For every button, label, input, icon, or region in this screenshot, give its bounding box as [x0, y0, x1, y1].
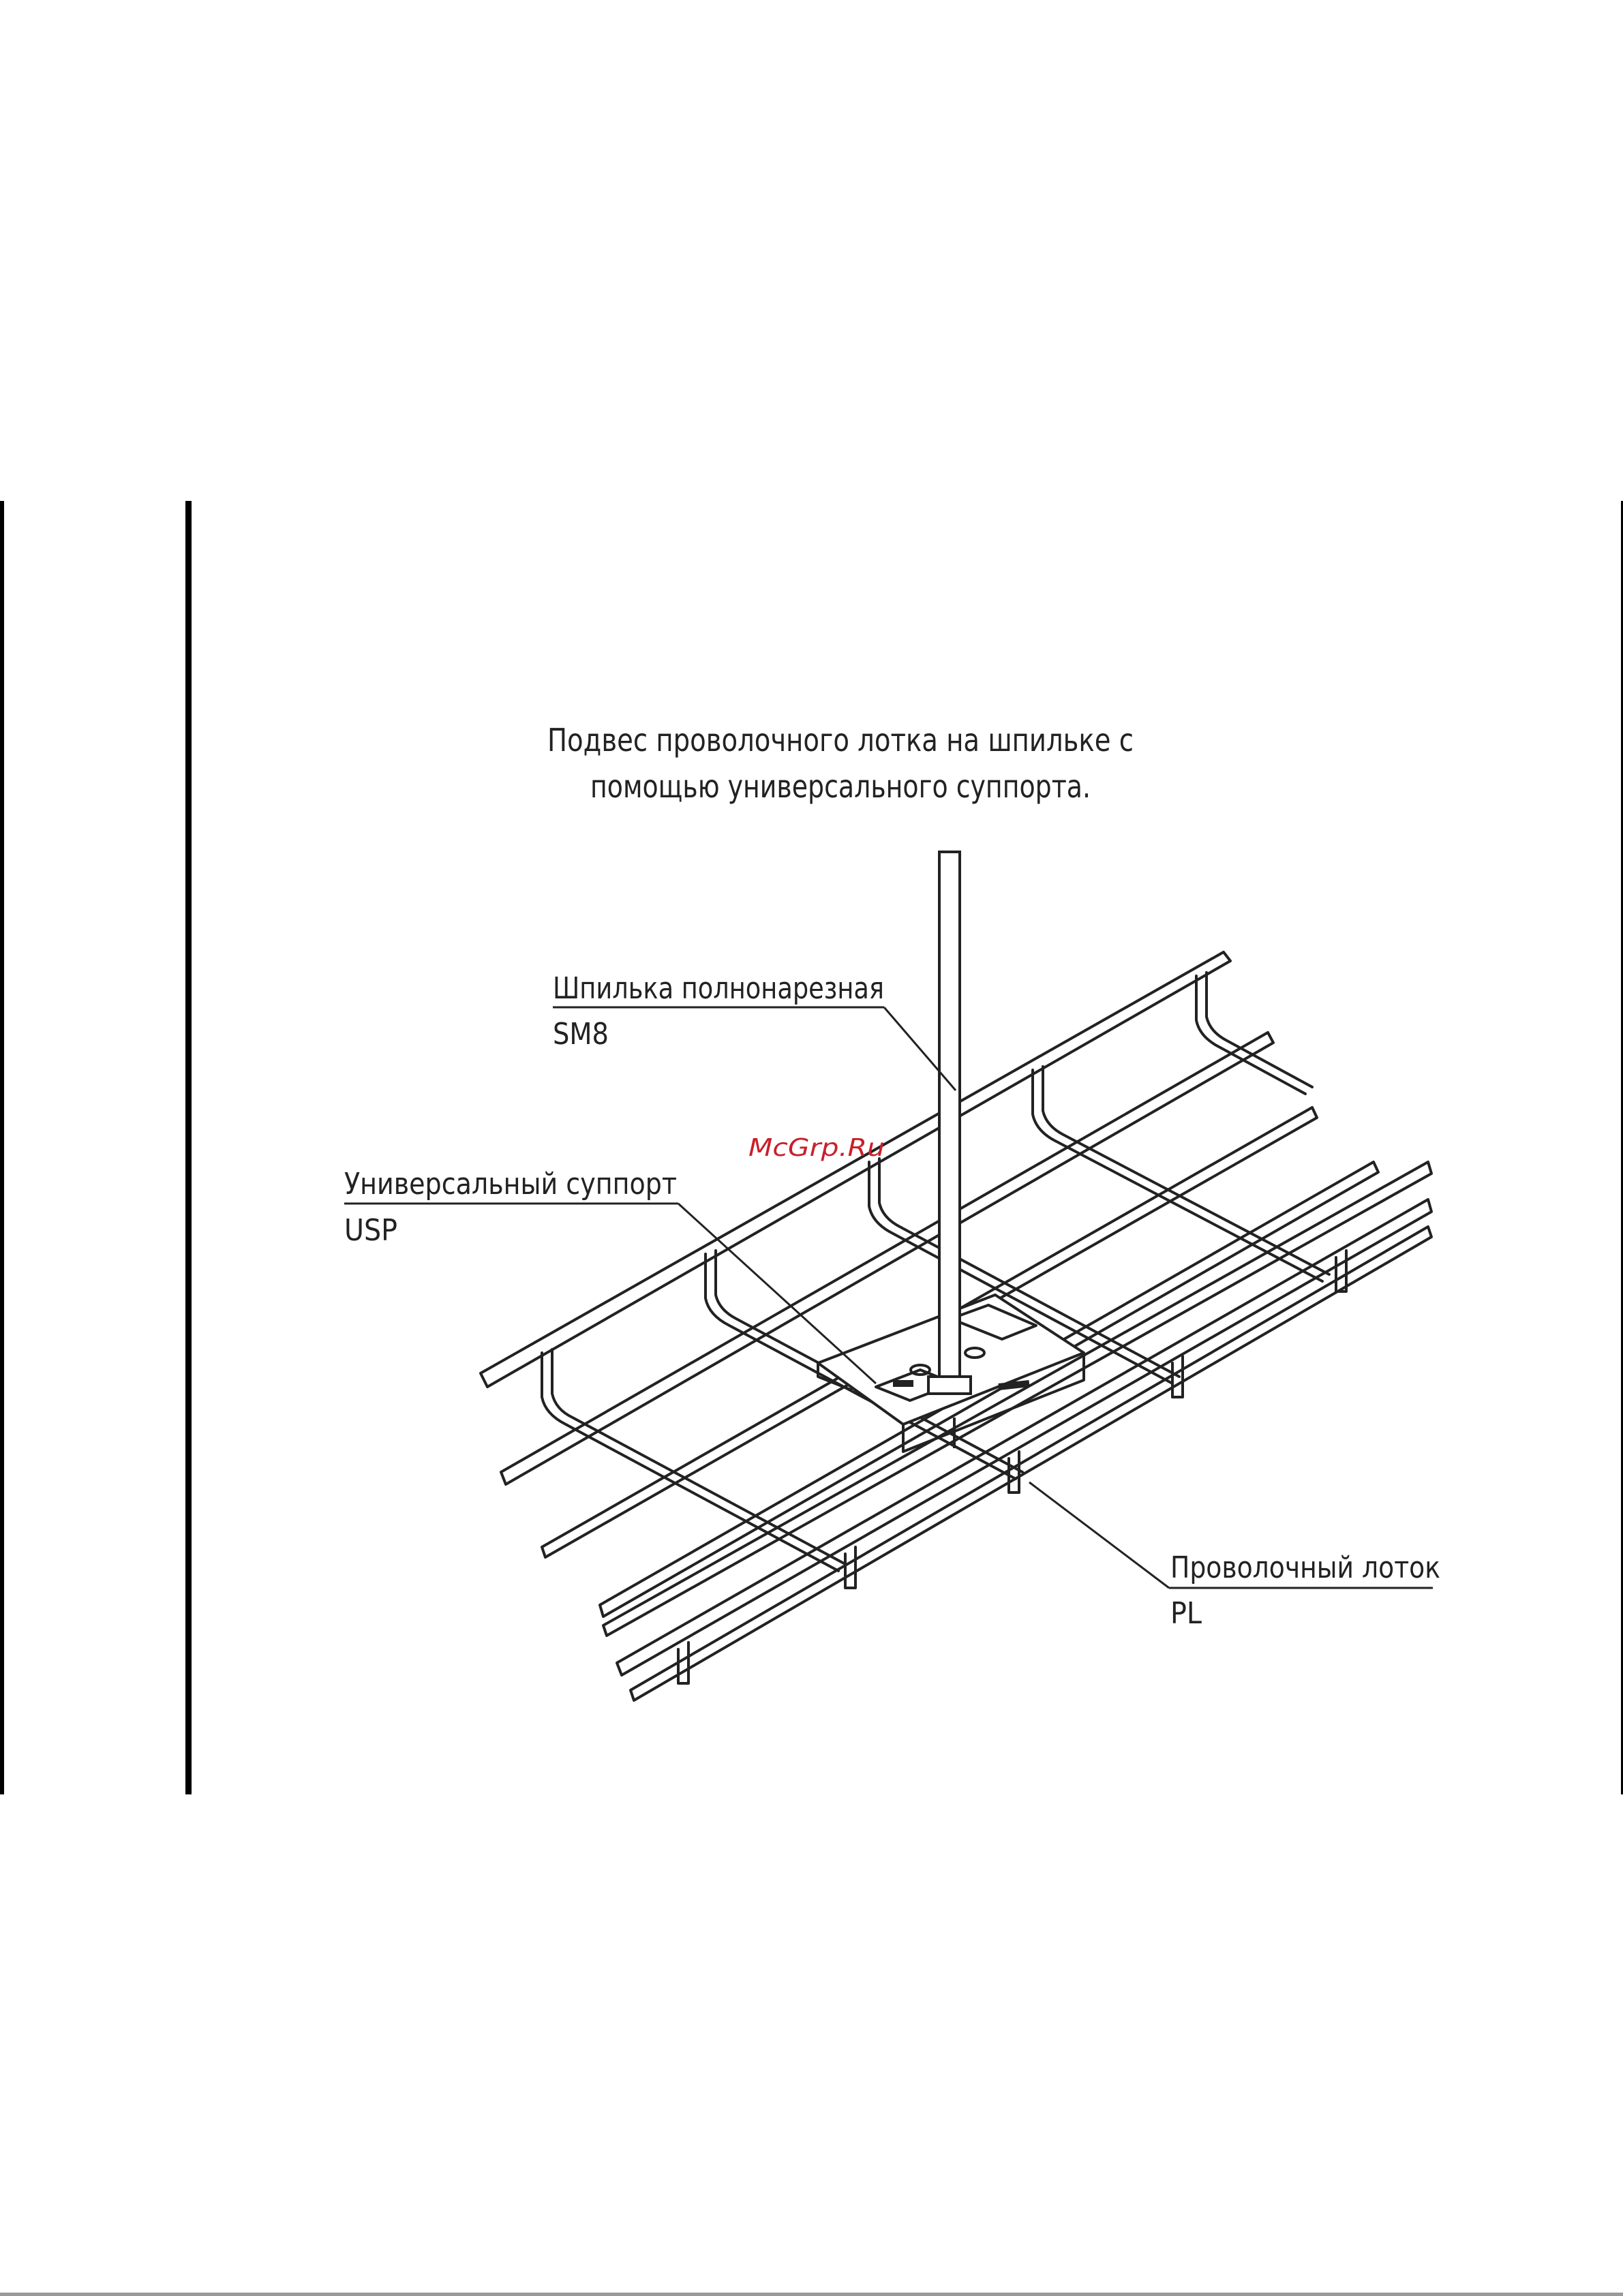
drawing-title-line-2: помощью универсального суппорта.: [590, 768, 1091, 805]
callout-stud-code: SM8: [553, 1017, 609, 1052]
leader-lines: [344, 1007, 1433, 1588]
callout-support-name: Универсальный суппорт: [344, 1167, 677, 1201]
watermark-text: McGrp.Ru: [748, 1134, 885, 1162]
callout-support-code: USP: [344, 1213, 397, 1248]
callout-stud-name: Шпилька полнонарезная: [553, 971, 884, 1006]
callout-tray-name: Проволочный лоток: [1170, 1550, 1440, 1585]
callout-tray-code: PL: [1170, 1596, 1202, 1631]
drawing-title-line-1: Подвес проволочного лотка на шпильке с: [547, 722, 1134, 759]
